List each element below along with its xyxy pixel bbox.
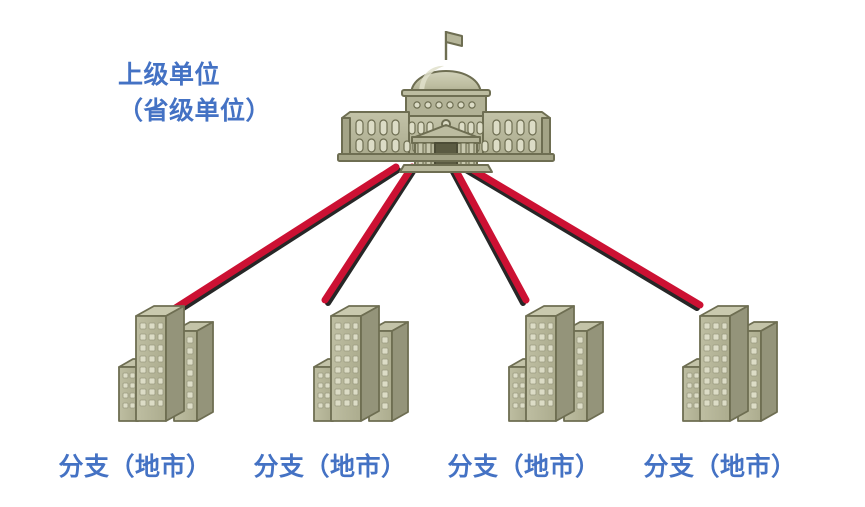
midtower-side: [586, 321, 604, 422]
connector-line-3: [450, 163, 530, 304]
tower-side: [729, 305, 749, 422]
flag-icon: [445, 31, 463, 47]
dome-drum-cap: [401, 89, 491, 97]
left-end-block: [341, 117, 351, 155]
branch-label-2: 分支（地市）: [253, 453, 407, 481]
tower-side: [555, 305, 575, 422]
capitol-building-icon: [337, 31, 555, 173]
office-building-icon: [682, 305, 778, 422]
headquarters-label-line2: （省级单位）: [118, 96, 272, 125]
midtower-side: [196, 321, 214, 422]
branch-label-4: 分支（地市）: [643, 453, 797, 481]
tower-windows: [529, 322, 554, 407]
branch-label-3: 分支（地市）: [447, 453, 601, 481]
connector-strokes: [170, 163, 704, 313]
connector-line-2: [321, 163, 416, 304]
headquarters-label-line1: 上级单位: [118, 61, 221, 89]
tower-windows: [139, 322, 164, 407]
annex-windows: [122, 372, 136, 409]
tower-side: [165, 305, 185, 422]
tower-windows: [703, 322, 728, 407]
office-building-icon: [118, 305, 214, 422]
connector-line-4: [464, 163, 704, 309]
branch-label-1: 分支（地市）: [58, 453, 212, 481]
tower-windows: [334, 322, 359, 407]
office-building-icon: [508, 305, 604, 422]
connector-lines: [170, 163, 704, 315]
office-building-icon: [313, 305, 409, 422]
building-base: [337, 153, 555, 162]
headquarters-label: 上级单位 （省级单位）: [118, 58, 328, 129]
annex-windows: [317, 372, 331, 409]
connector-shadows: [174, 167, 700, 315]
midtower-side: [760, 321, 778, 422]
midtower-side: [391, 321, 409, 422]
annex-windows: [512, 372, 526, 409]
annex-windows: [686, 372, 700, 409]
entrance-steps: [399, 164, 493, 173]
right-end-block: [541, 117, 551, 155]
dome-drum-windows: [413, 101, 476, 109]
tower-side: [360, 305, 380, 422]
connector-line-1: [170, 163, 400, 313]
